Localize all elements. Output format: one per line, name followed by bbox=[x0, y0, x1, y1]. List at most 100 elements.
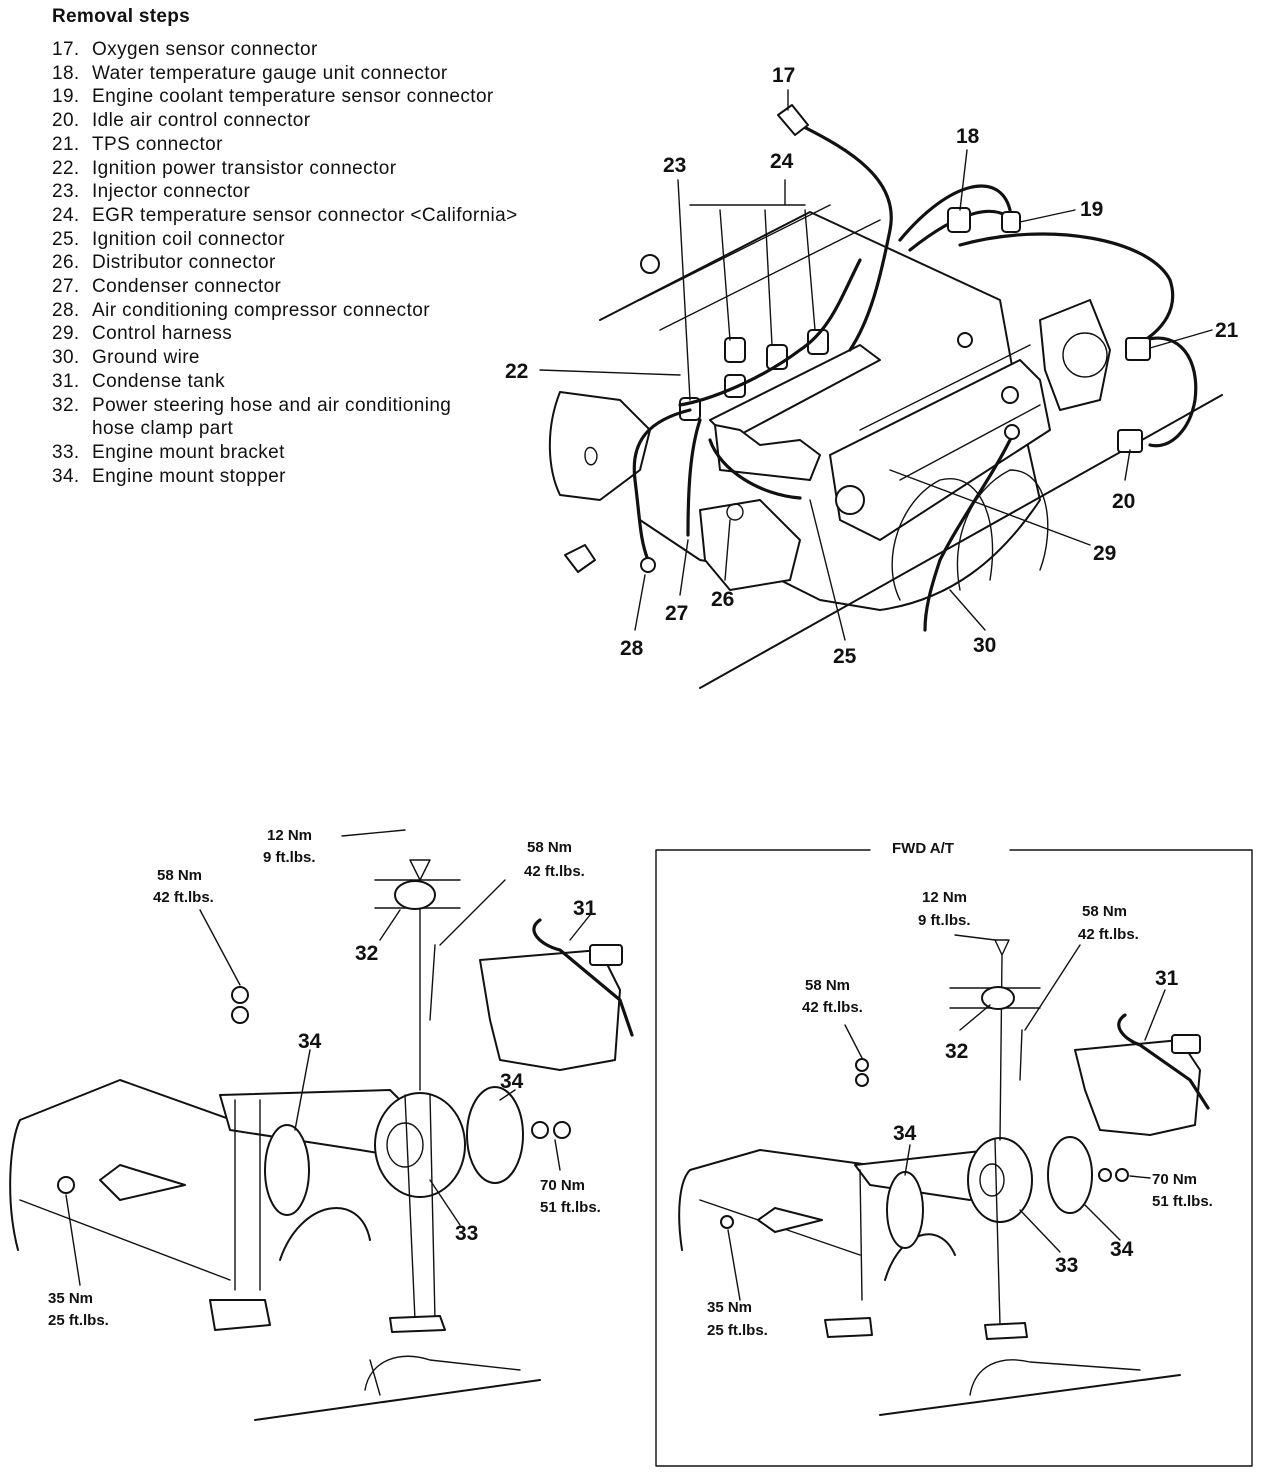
idle-air-connector bbox=[1117, 429, 1143, 453]
step-31: 31.Condense tank bbox=[52, 370, 672, 394]
bracket-bore bbox=[979, 1163, 1005, 1197]
step-number: 19. bbox=[52, 86, 80, 108]
valve-cover-edge bbox=[659, 219, 881, 331]
cylinder-bulge bbox=[956, 469, 1049, 591]
nut bbox=[1115, 1168, 1129, 1182]
torque-58nm-a-value: 58 Nm bbox=[805, 977, 850, 994]
condense-tank-hose bbox=[1117, 1013, 1210, 1110]
step-text: hose clamp part bbox=[92, 418, 234, 440]
ground-line bbox=[879, 1374, 1181, 1416]
idle-air-harness bbox=[1143, 336, 1198, 448]
mount-diagram-left: 31 32 33 34 34 12 Nm 9 ft.lbs. 58 Nm 42 … bbox=[9, 827, 634, 1421]
cylinder-bulge bbox=[891, 478, 994, 601]
callout-28: 28 bbox=[620, 637, 644, 660]
step-26: 26.Distributor connector bbox=[52, 251, 672, 275]
transaxle-mark bbox=[584, 446, 598, 466]
engine-leader-lines bbox=[539, 89, 1213, 641]
tps-connector bbox=[1125, 337, 1151, 361]
leader-70nm bbox=[554, 1139, 561, 1171]
step-number: 30. bbox=[52, 347, 80, 369]
leader-31 bbox=[569, 914, 591, 941]
mount-foot bbox=[984, 1322, 1028, 1340]
wrench-bracket bbox=[99, 1164, 186, 1201]
callout-20: 20 bbox=[1112, 490, 1135, 513]
coolant-temp-connector bbox=[1001, 211, 1021, 233]
leader-12nm bbox=[954, 934, 996, 941]
leader-29 bbox=[889, 469, 1091, 546]
callout-34a: 34 bbox=[893, 1122, 917, 1145]
distributor bbox=[699, 499, 801, 591]
step-text: EGR temperature sensor connector <Califo… bbox=[92, 204, 518, 226]
removal-steps-list: Removal steps 17.Oxygen sensor connector… bbox=[52, 6, 672, 488]
sensor-bolt bbox=[1001, 386, 1019, 404]
fwd-at-frame bbox=[655, 849, 1253, 1467]
leader-21 bbox=[1149, 329, 1213, 349]
tps-harness bbox=[958, 232, 1175, 342]
callout-17: 17 bbox=[772, 64, 795, 87]
tank-cap bbox=[589, 944, 623, 966]
bolt-58nm bbox=[1019, 1029, 1023, 1081]
leader-35nm bbox=[727, 1229, 741, 1301]
step-text: Ground wire bbox=[92, 347, 200, 369]
nut bbox=[855, 1058, 869, 1072]
leader-18 bbox=[959, 149, 968, 211]
step-text: Engine mount bracket bbox=[92, 441, 285, 463]
bolt bbox=[957, 332, 973, 348]
tank-cap bbox=[1171, 1034, 1201, 1054]
step-number: 28. bbox=[52, 299, 80, 321]
leader-30 bbox=[949, 589, 986, 631]
condenser-harness bbox=[686, 418, 702, 537]
leader-58nm-a bbox=[844, 1024, 863, 1059]
step-text: Air conditioning compressor connector bbox=[92, 299, 430, 321]
step-text: Power steering hose and air conditioning bbox=[92, 394, 452, 416]
leader-24b bbox=[804, 209, 816, 331]
torque-12nm-value: 12 Nm bbox=[922, 889, 967, 906]
callout-29: 29 bbox=[1093, 542, 1116, 565]
nut bbox=[553, 1121, 571, 1139]
mount-foot bbox=[824, 1317, 873, 1338]
bolt-12nm bbox=[409, 859, 431, 1091]
bracket-bore bbox=[386, 1122, 424, 1168]
step-number: 18. bbox=[52, 62, 80, 84]
mount-foot bbox=[209, 1299, 271, 1331]
step-21: 21.TPS connector bbox=[52, 133, 672, 157]
step-number: 34. bbox=[52, 465, 80, 487]
torque-70nm-ft: 51 ft.lbs. bbox=[540, 1199, 601, 1216]
step-number: 20. bbox=[52, 110, 80, 132]
engine-mount-stopper bbox=[466, 1086, 524, 1184]
leader-58nm-b bbox=[1024, 944, 1081, 1031]
washer bbox=[855, 1073, 869, 1087]
step-number: 33. bbox=[52, 441, 80, 463]
step-19: 19.Engine coolant temperature sensor con… bbox=[52, 85, 672, 109]
removal-steps-heading: Removal steps bbox=[52, 6, 191, 27]
engine-mount-stopper bbox=[1047, 1136, 1093, 1214]
oxygen-sensor-harness bbox=[798, 123, 893, 352]
step-number: 32. bbox=[52, 394, 80, 416]
engine-mount-stopper bbox=[264, 1124, 310, 1216]
engine-mount-bracket bbox=[967, 1137, 1033, 1223]
leader-34a bbox=[294, 1049, 311, 1131]
fwd-at-title: FWD A/T bbox=[892, 840, 954, 857]
torque-58nm-a-ft: 42 ft.lbs. bbox=[802, 999, 863, 1016]
coil-harness bbox=[708, 438, 802, 500]
step-33: 33. Engine mount bracket bbox=[52, 441, 672, 465]
mount-stud bbox=[859, 1139, 1001, 1326]
step-number: 17. bbox=[52, 39, 80, 60]
leader-26 bbox=[724, 519, 731, 581]
body-panel-outline bbox=[678, 1149, 871, 1251]
bolt-35nm bbox=[57, 1176, 75, 1194]
torque-70nm-value: 70 Nm bbox=[1152, 1171, 1197, 1188]
leader-23 bbox=[677, 179, 691, 401]
leader-22 bbox=[539, 369, 681, 376]
step-text: Control harness bbox=[92, 323, 233, 345]
step-32: 32. Power steering hose and air condition… bbox=[52, 394, 672, 418]
bolt bbox=[640, 254, 660, 274]
step-number: 31. bbox=[52, 370, 80, 392]
engine-illustration: 17 18 19 21 20 22 23 24 25 26 27 28 29 3… bbox=[505, 64, 1239, 689]
leader-33 bbox=[1019, 1209, 1061, 1253]
callout-25: 25 bbox=[833, 645, 857, 668]
washer bbox=[231, 1006, 249, 1024]
callout-24: 24 bbox=[770, 150, 794, 173]
step-29: 29.Control harness bbox=[52, 322, 672, 346]
main-harness bbox=[678, 258, 862, 407]
